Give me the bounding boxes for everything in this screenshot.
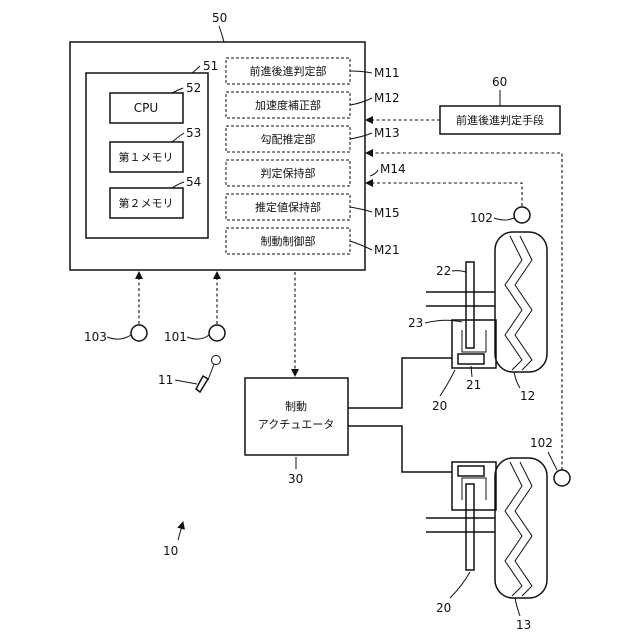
module-name: 加速度補正部: [255, 98, 321, 112]
pedal-label: 11: [158, 373, 173, 387]
piston-label: 21: [466, 378, 481, 392]
pedal-leader: [175, 380, 197, 384]
module-name: 制動制御部: [261, 234, 316, 248]
front-wheel-assembly: [426, 232, 547, 372]
module-name: 推定値保持部: [255, 200, 321, 214]
actuator-text-1: 制動: [285, 399, 307, 413]
pedal-arm: [208, 364, 214, 380]
hydraulic-line-rear: [348, 426, 452, 472]
module-code: M12: [374, 91, 400, 105]
brake-pedal: [196, 356, 221, 393]
module-name: 判定保持部: [261, 166, 316, 180]
memory2-text: 第２メモリ: [119, 196, 174, 210]
actuator-num: 30: [288, 472, 303, 486]
front-sensor-leader: [494, 218, 514, 220]
system-label: 10: [163, 544, 178, 558]
actuator-box: [245, 378, 348, 455]
module-code: M14: [380, 162, 406, 176]
sensor-101: [209, 325, 225, 341]
rear-wheel-speed-sensor: [554, 470, 570, 486]
rear-axle: [426, 518, 495, 532]
memory1-num: 53: [186, 126, 201, 140]
front-brake-leader: [440, 370, 455, 396]
cpu-num: 52: [186, 81, 201, 95]
sensor-103: [131, 325, 147, 341]
front-brake-label: 20: [432, 399, 447, 413]
memory2-num: 54: [186, 175, 201, 189]
rear-brake-label: 20: [436, 601, 451, 615]
pedal-pivot: [212, 356, 221, 365]
front-tire: [495, 232, 547, 372]
front-sensor-signal: [366, 183, 522, 206]
memory1-text: 第１メモリ: [119, 150, 174, 164]
front-piston: [458, 354, 484, 364]
module-code: M15: [374, 206, 400, 220]
sensor-103-leader: [107, 335, 131, 339]
pedal-pad: [196, 376, 208, 392]
disc-leader: [452, 271, 466, 272]
rear-piston: [458, 466, 484, 476]
module-code-leader: [370, 170, 378, 176]
rear-disc: [466, 484, 474, 570]
module-code: M13: [374, 126, 400, 140]
rear-wheel-assembly: [426, 458, 547, 598]
judge-means-num: 60: [492, 75, 507, 89]
system-arrow: [178, 522, 183, 540]
rear-tire: [495, 458, 547, 598]
rear-sensor-leader: [548, 452, 557, 470]
sensor-101-leader: [187, 335, 209, 339]
rear-wheel-leader: [515, 598, 520, 616]
rear-sensor-label: 102: [530, 436, 553, 450]
module-code: M11: [374, 66, 400, 80]
ecu-inner-label: 51: [203, 59, 218, 73]
sensor-101-label: 101: [164, 330, 187, 344]
front-wheel-leader: [514, 372, 520, 388]
judge-means-text: 前進後進判定手段: [456, 113, 544, 127]
sensor-103-label: 103: [84, 330, 107, 344]
front-axle: [426, 292, 495, 306]
front-wheel-speed-sensor: [514, 207, 530, 223]
front-tread-2: [505, 236, 522, 370]
ecu-label: 50: [212, 11, 227, 25]
front-sensor-label: 102: [470, 211, 493, 225]
front-wheel-label: 12: [520, 389, 535, 403]
rear-wheel-label: 13: [516, 618, 531, 632]
rear-tread-2: [505, 462, 522, 596]
caliper-leader: [425, 320, 462, 323]
cpu-text: CPU: [134, 101, 158, 115]
rear-brake-leader: [450, 572, 470, 598]
module-name: 前進後進判定部: [250, 64, 327, 78]
ecu-leader: [219, 26, 224, 42]
disc-label: 22: [436, 264, 451, 278]
rear-sensor-signal: [366, 153, 562, 470]
actuator-text-2: アクチュエータ: [258, 418, 334, 431]
front-disc: [466, 262, 474, 348]
module-name: 勾配推定部: [261, 132, 316, 146]
module-code: M21: [374, 243, 400, 257]
caliper-label: 23: [408, 316, 423, 330]
